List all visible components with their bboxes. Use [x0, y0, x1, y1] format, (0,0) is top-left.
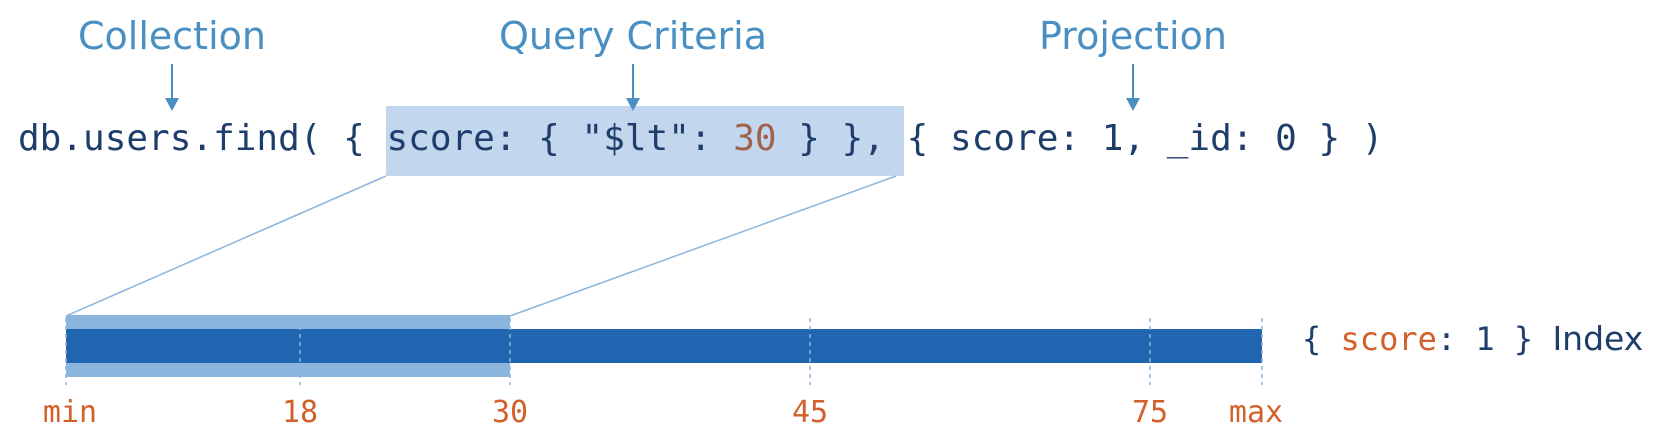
tick-label-30: 30: [491, 395, 529, 430]
tick-label-75: 75: [1131, 395, 1169, 430]
tick-label-min: min: [42, 395, 98, 430]
index-label: { score: 1 } Index: [1302, 322, 1643, 355]
query-criteria-arrow-icon: [626, 64, 640, 111]
index-open: {: [1302, 320, 1341, 358]
query-prefix: db.users.find( {: [18, 118, 387, 159]
index-word: Index: [1552, 319, 1644, 358]
query-criteria-highlight: [386, 106, 904, 176]
tick-label-max: max: [1228, 395, 1284, 430]
query-criteria-close: } },: [776, 118, 885, 159]
index-field: score: [1340, 320, 1437, 358]
projection-callout: Projection: [1039, 14, 1227, 58]
index-bar: [66, 329, 1262, 363]
query-criteria-value: 30: [733, 118, 777, 159]
projection-arrow-icon: [1126, 64, 1140, 111]
range-connector-right: [509, 175, 897, 317]
index-rest: : 1 }: [1436, 320, 1553, 358]
range-connector-left: [65, 175, 387, 317]
collection-arrow-icon: [165, 64, 179, 111]
query-projection: { score: 1, _id: 0 } ): [884, 118, 1384, 159]
query-code: db.users.find( { score: { "$lt": 30 } },…: [18, 121, 1383, 157]
tick-label-45: 45: [791, 395, 829, 430]
tick-label-18: 18: [281, 395, 319, 430]
collection-callout: Collection: [78, 14, 266, 58]
query-criteria-key: score: { "$lt":: [386, 118, 734, 159]
query-criteria-callout: Query Criteria: [498, 14, 768, 58]
